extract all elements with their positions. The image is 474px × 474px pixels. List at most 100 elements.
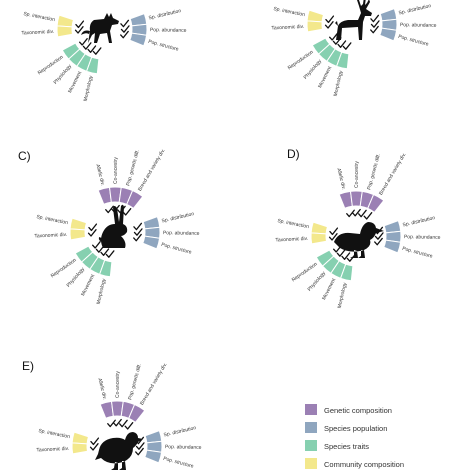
traits-label: Morphology [333, 70, 345, 97]
check-icon [133, 233, 142, 242]
population-label: Pop. abundance [404, 234, 441, 241]
check-icon [100, 248, 110, 256]
community-label: Taxonomic div. [36, 446, 69, 454]
check-icon [324, 21, 334, 29]
legend-swatch-genetic [305, 404, 317, 415]
community-label: Taxonomic div. [34, 232, 67, 240]
population-segment [383, 219, 402, 234]
check-icon [124, 422, 134, 430]
traits-segment [74, 245, 94, 263]
traits-segment [339, 263, 354, 282]
check-icon [116, 205, 126, 214]
check-icon [74, 26, 84, 34]
check-icon [105, 250, 115, 258]
check-icon [120, 19, 130, 28]
population-segment [383, 239, 402, 254]
check-icon [329, 227, 339, 236]
population-label: Sp. distribution [163, 425, 197, 438]
community-label: Taxonomic div. [275, 236, 308, 244]
legend-label-community: Community composition [324, 460, 404, 469]
community-label: Sp. interaction [36, 214, 69, 226]
check-icon [75, 20, 85, 29]
partridge-icon [95, 432, 143, 470]
traits-segment [321, 255, 340, 275]
traits-segment [317, 43, 336, 63]
community-segment [310, 221, 329, 235]
population-segment [144, 449, 163, 464]
genetic-label: Breed and variety div. [378, 152, 408, 196]
hare-icon [98, 204, 128, 248]
population-label: Sp. distribution [398, 3, 432, 16]
check-icon [87, 229, 97, 237]
legend-box [298, 397, 470, 471]
check-icon [133, 228, 143, 236]
community-label: Sp. interaction [273, 6, 306, 18]
population-label: Sp. distribution [148, 8, 182, 21]
check-icon [346, 254, 356, 262]
community-label: Sp. interaction [277, 218, 310, 230]
genetic-label: Allelic div. [335, 168, 346, 191]
traits-label: Physiology [53, 63, 74, 86]
community-segment [56, 14, 75, 28]
population-segment [144, 429, 163, 444]
community-segment [69, 217, 88, 231]
population-label: Pop. abundance [163, 230, 200, 237]
population-segment [142, 235, 161, 250]
check-icon [120, 25, 130, 33]
traits-segment [61, 42, 81, 60]
genetic-label: Co-ancestry [354, 161, 360, 189]
legend-swatch-traits [305, 440, 317, 451]
traits-segment [80, 251, 99, 271]
legend-label-traits: Species traits [324, 442, 369, 451]
population-label: Pop. structure [402, 246, 434, 260]
traits-label: Physiology [66, 266, 87, 289]
traits-label: Morphology [96, 278, 108, 305]
panel-letter: E) [22, 359, 34, 373]
genetic-label: Pop. genetic diff. [125, 149, 141, 186]
population-segment [379, 27, 398, 42]
panel-letter: C) [18, 149, 31, 163]
traits-label: Movement [317, 65, 333, 89]
community-label: Taxonomic div. [21, 29, 54, 37]
community-segment [69, 228, 87, 241]
genetic-segment [128, 403, 146, 424]
check-icon [105, 205, 114, 214]
deer-icon [335, 0, 372, 40]
population-label: Pop. abundance [150, 27, 187, 34]
check-icon [135, 436, 145, 445]
check-icon [337, 40, 347, 48]
check-icon [325, 15, 335, 24]
check-icon [341, 252, 351, 260]
check-icon [118, 419, 128, 428]
community-segment [306, 9, 325, 23]
check-icon [120, 30, 129, 39]
community-label: Sp. interaction [38, 428, 71, 440]
genetic-label: Co-ancestry [113, 157, 119, 185]
panel-letter: D) [287, 147, 300, 161]
population-label: Pop. structure [163, 456, 195, 470]
check-icon [328, 233, 338, 241]
legend-label-genetic: Genetic composition [324, 406, 392, 415]
traits-label: Physiology [307, 270, 328, 293]
check-icon [346, 209, 355, 218]
check-icon [336, 249, 346, 257]
population-label: Pop. abundance [400, 22, 437, 29]
check-icon [92, 241, 101, 249]
population-segment [142, 215, 161, 230]
check-icon [352, 208, 361, 217]
traits-segment [85, 56, 100, 75]
check-icon [89, 443, 99, 451]
population-label: Pop. structure [148, 39, 180, 53]
